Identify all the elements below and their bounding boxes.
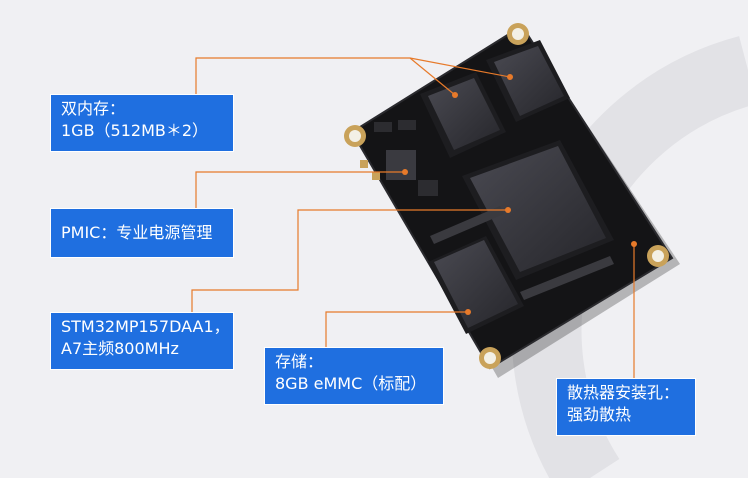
- emmc-label: 存储： 8GB eMMC（标配）: [264, 347, 444, 405]
- emmc-label-line1: 存储：: [275, 352, 324, 371]
- memory-label-line1: 双内存：: [61, 99, 126, 118]
- pmic-label: PMIC：专业电源管理: [50, 208, 234, 258]
- emmc-label-line2: 8GB eMMC（标配）: [275, 374, 427, 393]
- pmic-area: [360, 120, 438, 196]
- emmc-chip: [428, 236, 524, 334]
- ddr-chip-2: [486, 40, 570, 122]
- cpu-label-line2: A7主频800MHz: [61, 339, 179, 358]
- heatsink-label-line2: 强劲散热: [567, 405, 632, 424]
- ddr-chip-1: [420, 72, 506, 158]
- cpu-label: STM32MP157DAA1， A7主频800MHz: [50, 312, 234, 370]
- cpu-label-line1: STM32MP157DAA1，: [61, 317, 230, 336]
- board-connectors: [430, 206, 614, 300]
- memory-label: 双内存： 1GB（512MB＊2）: [50, 94, 234, 152]
- mounting-holes: [344, 23, 669, 369]
- cpu-chip: [462, 140, 614, 280]
- pmic-label-line1: PMIC：专业电源管理: [61, 223, 213, 242]
- memory-label-line2: 1GB（512MB＊2）: [61, 121, 209, 140]
- heatsink-label: 散热器安装孔： 强劲散热: [556, 378, 696, 436]
- heatsink-label-line1: 散热器安装孔：: [567, 383, 680, 402]
